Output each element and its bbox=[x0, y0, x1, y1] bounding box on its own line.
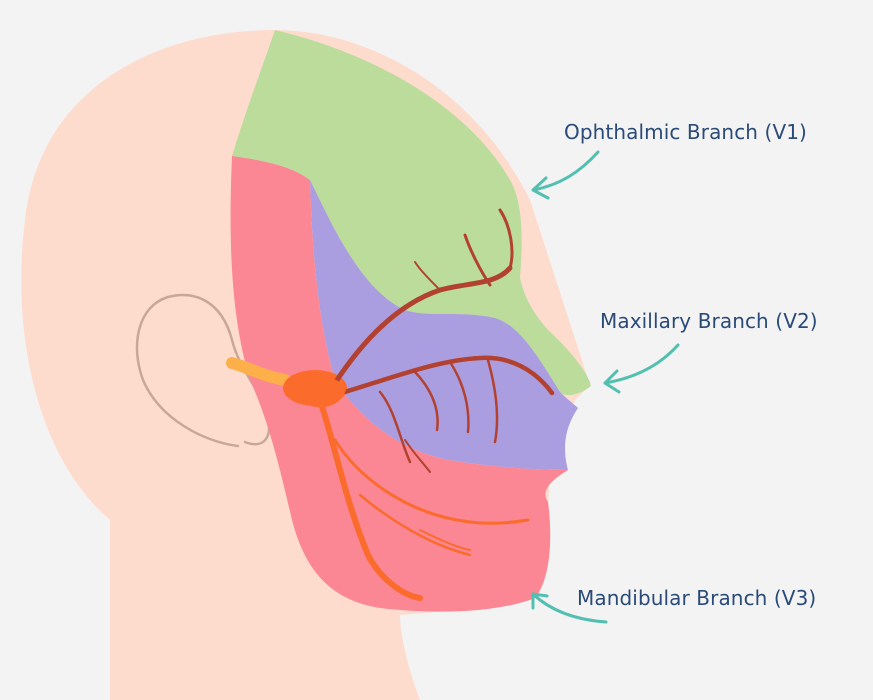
pointer-arrows bbox=[531, 150, 680, 624]
arrow-to-v2 bbox=[603, 343, 680, 394]
maxillary-nerve bbox=[342, 355, 555, 473]
mandibular-branch-label: Mandibular Branch (V3) bbox=[577, 586, 817, 610]
maxillary-region bbox=[310, 180, 578, 470]
arrow-to-v1 bbox=[531, 150, 600, 200]
mandibular-nerve bbox=[317, 397, 530, 601]
mandibular-region bbox=[230, 156, 568, 612]
maxillary-branch-label: Maxillary Branch (V2) bbox=[600, 309, 818, 333]
ophthalmic-nerve bbox=[332, 208, 514, 386]
arrow-to-v3 bbox=[531, 592, 608, 624]
nerve-root bbox=[226, 357, 291, 386]
ophthalmic-branch-label: Ophthalmic Branch (V1) bbox=[564, 120, 807, 144]
trigeminal-ganglion-core bbox=[300, 375, 346, 408]
ophthalmic-region bbox=[232, 30, 591, 396]
